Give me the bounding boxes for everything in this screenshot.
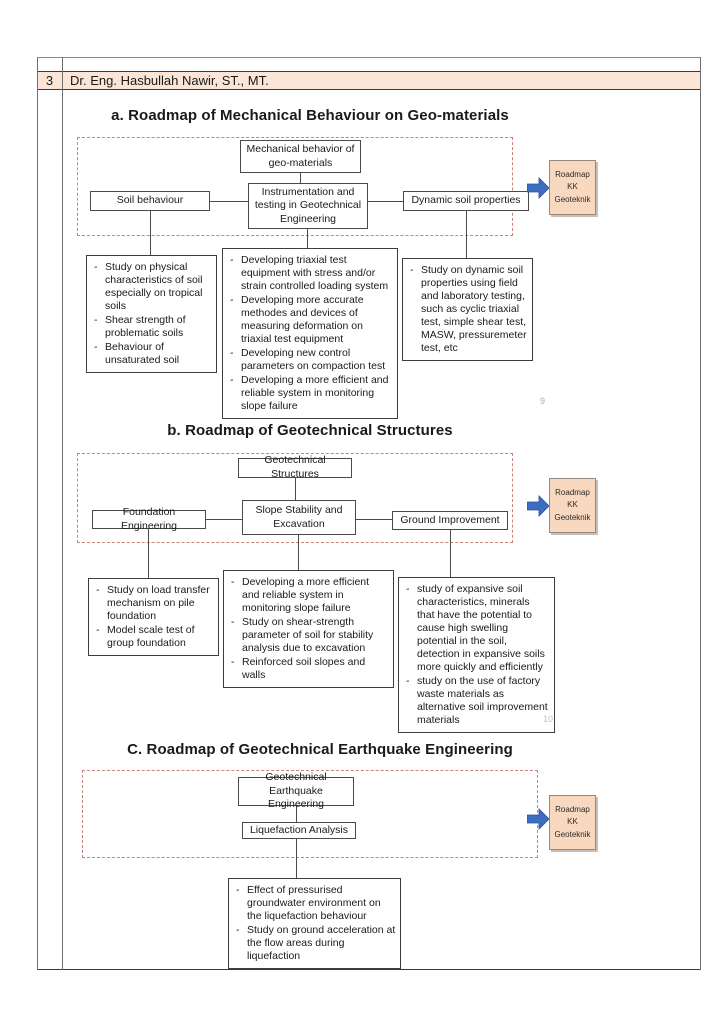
list-item: -Behaviour of unsaturated soil xyxy=(94,341,180,367)
slide-page-number: 9 xyxy=(540,396,546,406)
connector xyxy=(148,528,149,578)
connector xyxy=(450,529,451,577)
connector xyxy=(466,210,467,258)
roadmap-kk-geoteknik-badge: Roadmap KK Geoteknik xyxy=(549,160,596,215)
node-root: Geotechnical Structures xyxy=(238,454,352,480)
detail-box: -study of expansive soil characteristics… xyxy=(398,577,555,734)
connector xyxy=(296,838,297,879)
node-root: Geotechnical Earthquake Engineering xyxy=(238,771,354,810)
connector xyxy=(206,519,242,520)
table-column-divider xyxy=(62,57,63,970)
lecturer-name: Dr. Eng. Hasbullah Nawir, ST., MT. xyxy=(70,73,269,88)
list-item: -Effect of pressurised groundwater envir… xyxy=(236,884,381,923)
list-item: -Study on shear-strength parameter of so… xyxy=(231,616,374,655)
section-a-title: a. Roadmap of Mechanical Behaviour on Ge… xyxy=(111,107,509,124)
section-b-dashed-frame xyxy=(77,453,513,543)
node-left: Foundation Engineering xyxy=(92,506,206,532)
connector xyxy=(295,477,296,501)
list-item: -Study on dynamic soil properties using … xyxy=(410,264,527,355)
roadmap-kk-geoteknik-badge: Roadmap KK Geoteknik xyxy=(549,795,596,850)
section-b-title: b. Roadmap of Geotechnical Structures xyxy=(167,422,453,439)
section-c-title: C. Roadmap of Geotechnical Earthquake En… xyxy=(127,741,513,758)
list-item: -Developing new control parameters on co… xyxy=(230,347,386,373)
node-right: Dynamic soil properties xyxy=(403,191,529,211)
list-item: -Developing a more efficient and reliabl… xyxy=(230,374,389,413)
list-item: -Study on load transfer mechanism on pil… xyxy=(96,584,210,623)
connector xyxy=(368,201,403,202)
connector xyxy=(298,534,299,570)
list-item: -study on the use of factory waste mater… xyxy=(406,675,548,727)
connector xyxy=(300,172,301,184)
roadmap-kk-geoteknik-badge: Roadmap KK Geoteknik xyxy=(549,478,596,533)
table-border-right xyxy=(700,57,701,970)
node-left: Soil behaviour xyxy=(90,191,210,211)
connector xyxy=(307,228,308,249)
section-c-dashed-frame xyxy=(82,770,538,858)
detail-box: -Study on physical characteristics of so… xyxy=(86,255,217,374)
table-border-left xyxy=(37,57,38,970)
list-item: -Study on ground acceleration at the flo… xyxy=(236,924,396,963)
node-center: Slope Stability and Excavation xyxy=(242,500,356,535)
connector xyxy=(150,210,151,255)
list-item: -Study on physical characteristics of so… xyxy=(94,261,203,313)
right-arrow-icon xyxy=(527,808,549,830)
table-border-top xyxy=(37,57,701,58)
detail-box: -Study on dynamic soil properties using … xyxy=(402,258,533,362)
detail-box: -Developing a more efficient and reliabl… xyxy=(223,570,394,689)
connector xyxy=(356,519,392,520)
detail-box: -Developing triaxial test equipment with… xyxy=(222,248,398,420)
right-arrow-icon xyxy=(527,177,549,199)
detail-box: -Effect of pressurised groundwater envir… xyxy=(228,878,401,970)
table-border-bottom xyxy=(37,969,701,970)
list-item: -Developing more accurate methodes and d… xyxy=(230,294,364,346)
header-row-background xyxy=(38,72,700,89)
node-root: Mechanical behavior of geo-materials xyxy=(240,140,361,173)
right-arrow-icon xyxy=(527,495,549,517)
node-center: Instrumentation and testing in Geotechni… xyxy=(248,183,368,229)
row-number-cell: 3 xyxy=(45,73,54,88)
detail-box: -Study on load transfer mechanism on pil… xyxy=(88,578,219,657)
list-item: -Developing triaxial test equipment with… xyxy=(230,254,389,293)
connector xyxy=(296,805,297,823)
section-a-dashed-frame xyxy=(77,137,513,236)
header-row-top-border xyxy=(37,71,701,72)
list-item: -study of expansive soil characteristics… xyxy=(406,583,545,674)
list-item: -Developing a more efficient and reliabl… xyxy=(231,576,370,615)
connector xyxy=(210,201,248,202)
node-center: Liquefaction Analysis xyxy=(242,822,356,839)
list-item: -Shear strength of problematic soils xyxy=(94,314,186,340)
node-right: Ground Improvement xyxy=(392,511,508,530)
header-row-bottom-border xyxy=(37,89,701,90)
list-item: -Model scale test of group foundation xyxy=(96,624,195,650)
list-item: -Reinforced soil slopes and walls xyxy=(231,656,366,682)
slide-page-number: 10 xyxy=(543,714,554,724)
